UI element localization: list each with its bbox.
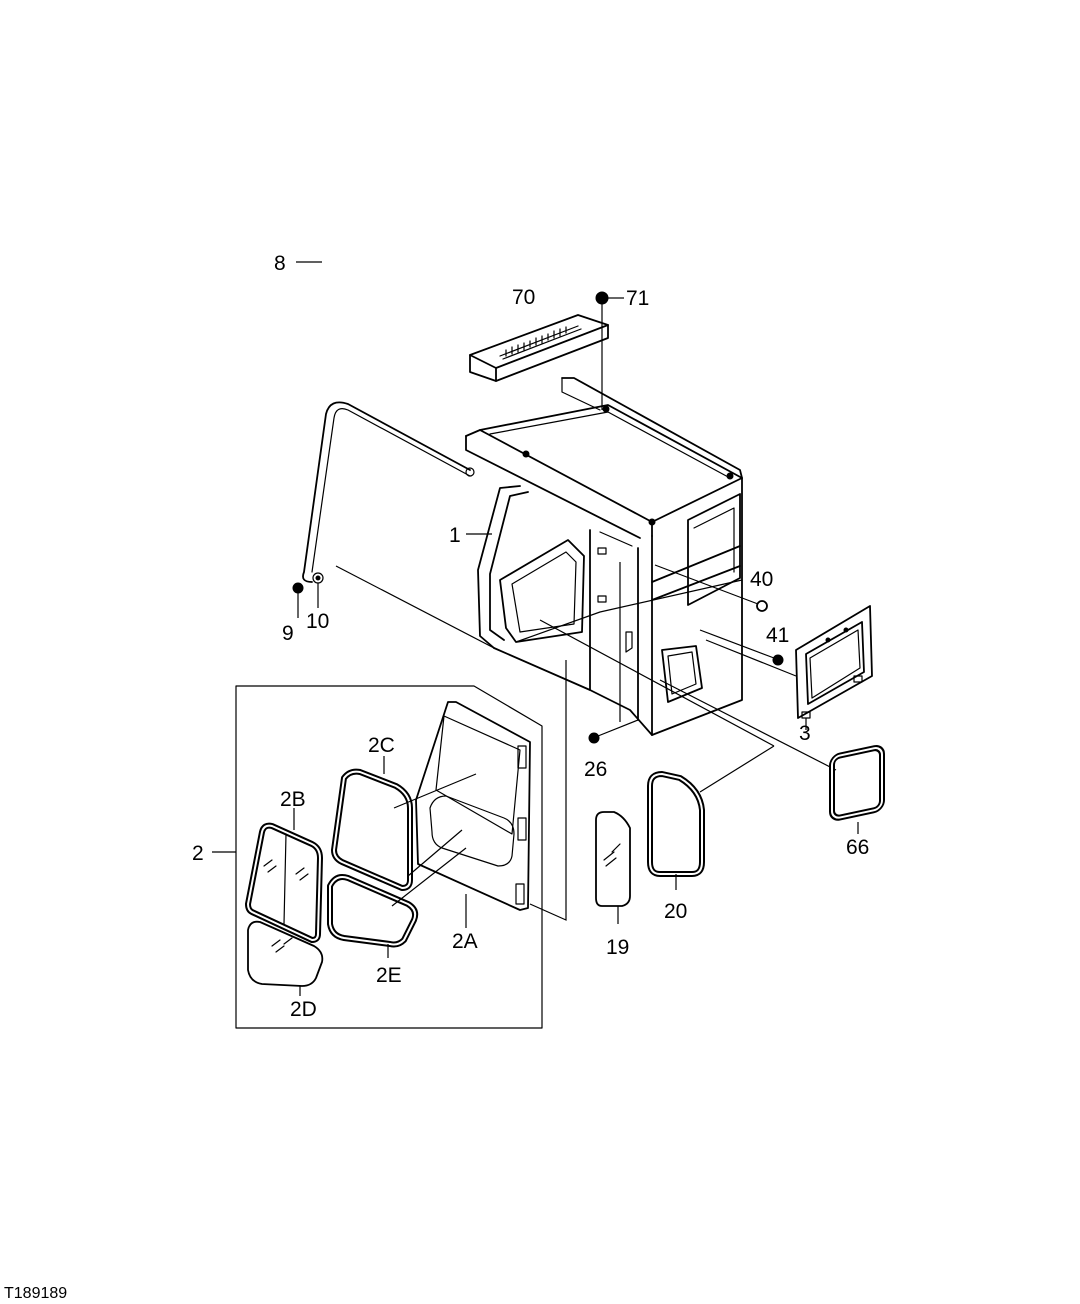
callout-19: 19 bbox=[606, 936, 629, 959]
callout-71: 71 bbox=[626, 287, 649, 310]
callout-40: 40 bbox=[750, 568, 773, 591]
part-9-bolt bbox=[292, 582, 304, 618]
part-70-roof-cover bbox=[469, 314, 609, 382]
callout-2b: 2B bbox=[280, 788, 306, 811]
bolt-icon bbox=[595, 291, 609, 305]
callout-66: 66 bbox=[846, 836, 869, 859]
callout-2: 2 bbox=[192, 842, 204, 865]
roof-cover-grille bbox=[499, 325, 582, 360]
part-40-plug bbox=[654, 564, 768, 612]
part-1-cab-frame bbox=[465, 377, 743, 736]
part-2e-lower-seal bbox=[327, 847, 467, 958]
callout-1: 1 bbox=[449, 524, 461, 547]
part-2a-door-frame bbox=[415, 701, 531, 928]
callout-9: 9 bbox=[282, 622, 294, 645]
callout-2e: 2E bbox=[376, 964, 402, 987]
part-10-washer bbox=[312, 572, 324, 608]
part-20-seal bbox=[647, 771, 705, 890]
reference-id: T189189 bbox=[4, 1285, 67, 1302]
part-2c-upper-seal bbox=[331, 756, 477, 891]
part-26-bolt bbox=[588, 719, 639, 744]
callout-10: 10 bbox=[306, 610, 329, 633]
callout-2a: 2A bbox=[452, 930, 478, 953]
part-2-door-assembly bbox=[212, 685, 543, 1029]
callout-41: 41 bbox=[766, 624, 789, 647]
part-8-handrail bbox=[302, 401, 475, 583]
part-19-glass bbox=[595, 811, 631, 924]
callout-2c: 2C bbox=[368, 734, 395, 757]
callout-26: 26 bbox=[584, 758, 607, 781]
callout-2d: 2D bbox=[290, 998, 317, 1021]
callout-8: 8 bbox=[274, 252, 286, 275]
bolt-icon bbox=[292, 582, 304, 594]
callout-20: 20 bbox=[664, 900, 687, 923]
part-41-plug bbox=[699, 629, 784, 666]
part-66-seal bbox=[829, 744, 885, 834]
part-3-rear-window bbox=[705, 605, 873, 730]
callout-3: 3 bbox=[799, 722, 811, 745]
callout-70: 70 bbox=[512, 286, 535, 309]
part-2b-sliding-window bbox=[245, 808, 323, 943]
part-71-bolt bbox=[595, 291, 624, 410]
part-2d-lower-glass bbox=[247, 920, 324, 996]
bolt-icon bbox=[588, 732, 600, 744]
